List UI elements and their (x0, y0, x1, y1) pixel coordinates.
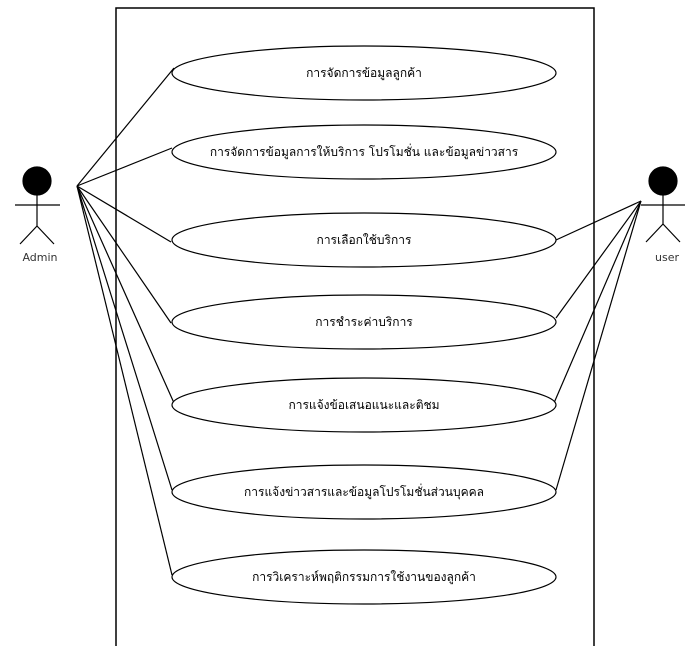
use-case-ellipse (171, 464, 557, 520)
use-case-3[interactable]: การเลือกใช้บริการ (171, 212, 557, 268)
use-case-label: การจัดการข้อมูลการให้บริการ โปรโมชั่น แล… (210, 143, 519, 160)
assoc-admin-uc2 (76, 147, 173, 187)
assoc-admin-uc6 (76, 185, 173, 491)
use-case-ellipse (171, 212, 557, 268)
use-case-label: การวิเคราะห์พฤติกรรมการใช้งานของลูกค้า (252, 570, 476, 585)
assoc-admin-uc1 (76, 67, 175, 187)
actor-head (22, 166, 52, 196)
use-case-5[interactable]: การแจ้งข้อเสนอแนะและติชม (171, 377, 557, 433)
actor-label-admin: Admin (22, 251, 57, 264)
use-case-7[interactable]: การวิเคราะห์พฤติกรรมการใช้งานของลูกค้า (171, 549, 557, 605)
use-case-label: การแจ้งข่าวสารและข้อมูลโปรโมชั่นส่วนบุคค… (244, 483, 484, 500)
assoc-admin-uc7 (76, 185, 173, 576)
stick-figure-icon (641, 166, 685, 243)
assoc-admin-uc5 (76, 185, 175, 404)
assoc-user-uc3 (555, 200, 642, 241)
user-actor[interactable]: user (641, 166, 685, 264)
assoc-user-uc6 (555, 200, 642, 491)
use-case-ellipse (171, 124, 557, 180)
use-case-ellipse (171, 45, 557, 101)
use-case-4[interactable]: การชำระค่าบริการ (171, 294, 557, 350)
assoc-user-uc4 (555, 200, 642, 319)
admin-actor[interactable]: Admin (15, 166, 60, 264)
system-boundary (115, 7, 595, 646)
use-case-1[interactable]: การจัดการข้อมูลลูกค้า (171, 45, 557, 101)
use-case-label: การจัดการข้อมูลลูกค้า (306, 66, 422, 81)
assoc-user-uc5 (553, 200, 642, 404)
use-case-ellipse (171, 294, 557, 350)
use-case-ellipse (171, 377, 557, 433)
use-case-2[interactable]: การจัดการข้อมูลการให้บริการ โปรโมชั่น แล… (171, 124, 557, 180)
assoc-admin-uc3 (76, 185, 172, 243)
admin-associations (76, 67, 175, 576)
stick-figure-icon (15, 166, 60, 245)
use-case-label: การเลือกใช้บริการ (317, 233, 412, 247)
assoc-admin-uc4 (76, 185, 172, 324)
use-case-label: การชำระค่าบริการ (315, 315, 413, 329)
actor-label-user: user (655, 251, 679, 264)
actor-head (648, 166, 678, 196)
use-case-label: การแจ้งข้อเสนอแนะและติชม (288, 398, 439, 412)
use-case-6[interactable]: การแจ้งข่าวสารและข้อมูลโปรโมชั่นส่วนบุคค… (171, 464, 557, 520)
use-case-ellipse (171, 549, 557, 605)
user-associations (553, 200, 642, 491)
